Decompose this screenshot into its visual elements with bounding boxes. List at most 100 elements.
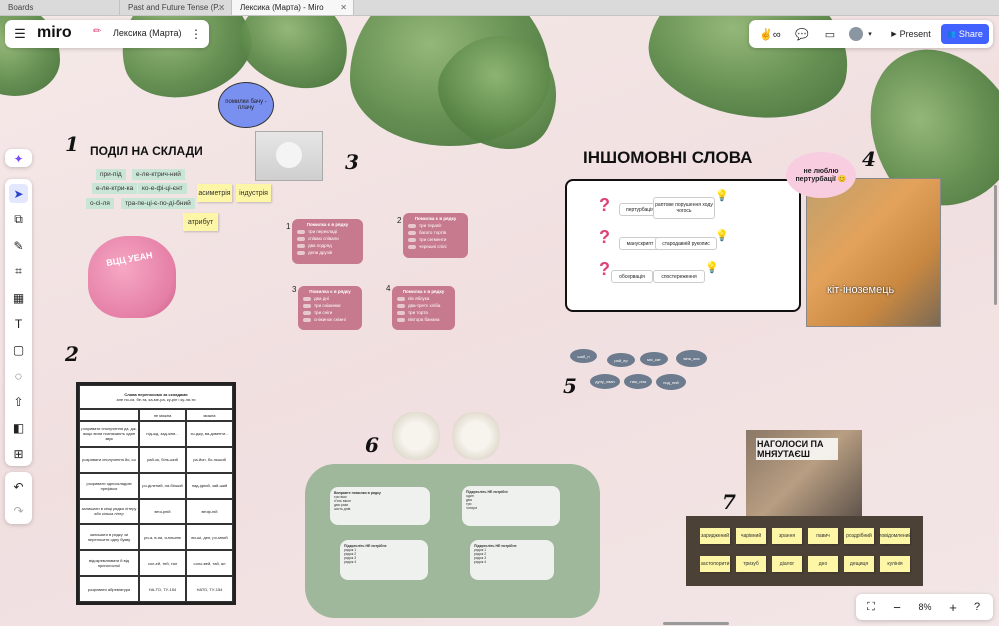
select-tool-icon[interactable]: ➤ <box>9 184 28 203</box>
fit-to-screen-icon[interactable]: ⛶ <box>867 600 875 613</box>
meaning-card[interactable]: раптове порушення ходу чогось <box>653 197 715 219</box>
ai-sparkle-icon[interactable]: ✦ <box>13 151 24 166</box>
quiz-option[interactable]: дели друзів <box>297 250 358 255</box>
sticky-note[interactable]: індустрія <box>236 184 271 202</box>
quiz-option[interactable]: три сніги <box>303 310 357 315</box>
horizontal-scrollbar[interactable] <box>663 622 729 625</box>
word-cloud[interactable]: рай_ер <box>607 353 635 367</box>
accent-sticky-note[interactable]: роздрібний <box>844 528 874 544</box>
quiz-card-4[interactable]: Помилка є в рядку пів яблука два-третє х… <box>392 286 455 330</box>
syllable-chip[interactable]: ко-е-фі-ці-єнт <box>138 183 187 194</box>
undo-icon[interactable]: ↶ <box>13 479 24 494</box>
pen-tool-icon[interactable]: ✎ <box>13 238 24 253</box>
word-card[interactable]: пертурбація <box>619 203 661 216</box>
frame-tool-icon[interactable]: ⌗ <box>15 264 22 278</box>
quiz-card-3[interactable]: Помилка є в рядку два дні три сніжинки т… <box>298 286 362 330</box>
surprised-cat-image[interactable] <box>452 412 500 460</box>
accent-sticky-note[interactable]: дещиця <box>844 556 874 572</box>
quiz-option[interactable]: черешні спілі <box>408 244 463 249</box>
browser-tab-past-future[interactable]: Past and Future Tense (P...✕ <box>120 0 232 15</box>
redo-icon[interactable]: ↷ <box>13 503 24 518</box>
exercise-note[interactable]: Виправте помилки в рядку три віки п'ять … <box>330 487 430 525</box>
board-canvas[interactable]: 1 2 3 4 5 6 7 ПОДІЛ НА СКЛАДИ при-під е-… <box>0 16 999 626</box>
templates-icon[interactable]: ⧉ <box>14 212 23 226</box>
word-cloud[interactable]: шаб_н <box>570 349 597 363</box>
accent-sticky-note[interactable]: чарівний <box>736 528 766 544</box>
accent-sticky-note[interactable]: дно <box>808 556 838 572</box>
close-tab-icon[interactable]: ✕ <box>218 3 225 12</box>
surprised-cat-image[interactable] <box>392 412 440 460</box>
pink-cup-sticker[interactable]: ВЦЦ УЕАН <box>88 236 176 318</box>
syllable-chip[interactable]: о-сі-ля <box>86 198 114 209</box>
video-call-icon[interactable]: ▭ <box>824 28 836 41</box>
text-tool-icon[interactable]: T <box>14 316 23 331</box>
chat-icon[interactable]: 💬 <box>795 28 809 41</box>
word-card[interactable]: обсервація <box>611 270 653 283</box>
sticky-note-icon[interactable]: ▢ <box>12 342 25 357</box>
quiz-option[interactable]: три перекладі <box>297 229 358 234</box>
quiz-option[interactable]: багато тортів <box>408 230 463 235</box>
meaning-card[interactable]: стародавній рукопис <box>655 237 717 250</box>
table-tool-icon[interactable]: ▦ <box>12 290 25 305</box>
word-cloud[interactable]: дупу_ован <box>590 374 620 389</box>
share-button[interactable]: 👥 Share <box>941 24 989 44</box>
word-cloud[interactable]: віна_ася <box>676 350 707 367</box>
comment-icon[interactable]: ◌ <box>14 368 23 383</box>
upload-icon[interactable]: ⇧ <box>13 394 24 409</box>
accent-sticky-note[interactable]: зрання <box>772 528 802 544</box>
vertical-scrollbar[interactable] <box>994 185 997 305</box>
zoom-in-button[interactable]: + <box>949 599 957 615</box>
quiz-option[interactable]: три сегменти <box>408 237 463 242</box>
exercise-note[interactable]: Підкресліть НЕ потрібне рядок 1 рядок 2 … <box>340 540 428 580</box>
accent-sticky-note[interactable]: повідомлений <box>879 528 911 544</box>
quiz-option[interactable]: два дні <box>303 296 357 301</box>
more-tools-icon[interactable]: ⊞ <box>13 446 24 461</box>
zoom-level[interactable]: 8% <box>918 602 932 612</box>
syllable-chip[interactable]: при-під <box>96 169 126 180</box>
reactions-icon[interactable]: ✌∞ <box>759 28 781 41</box>
exercise-note[interactable]: Підкресліть НЕ потрібні один два три чот… <box>462 486 560 526</box>
syllable-chip[interactable]: е-ле-ктрич-ний <box>132 169 185 180</box>
meaning-card[interactable]: спостереження <box>653 270 705 283</box>
more-options-icon[interactable]: ⋮ <box>190 27 202 41</box>
sticky-note[interactable]: атрибут <box>183 213 218 231</box>
quiz-option[interactable]: три терапії <box>408 223 463 228</box>
present-button[interactable]: ▶ Present <box>883 24 939 44</box>
zoom-out-button[interactable]: − <box>893 599 901 615</box>
crying-cat-image[interactable] <box>255 131 323 181</box>
word-cloud[interactable]: под_ний <box>656 374 686 390</box>
accent-sticky-note[interactable]: застопорити <box>700 556 730 572</box>
quiz-option[interactable]: два-третє хліба <box>397 303 450 308</box>
close-tab-icon[interactable]: ✕ <box>340 3 347 12</box>
quiz-option[interactable]: три торта <box>397 310 450 315</box>
help-icon[interactable]: ? <box>973 601 981 613</box>
quiz-option[interactable]: співаю співали <box>297 236 358 241</box>
cat-image[interactable]: кіт-іноземець <box>806 178 941 327</box>
hyphenation-table[interactable]: Слова переносимо за складами але по-ся, … <box>76 382 236 605</box>
syllable-chip[interactable]: е-ле-ктри-ка <box>92 183 138 194</box>
exercise-note[interactable]: Підкресліть НЕ потрібне рядок 1 рядок 2 … <box>470 540 554 580</box>
quiz-card-1[interactable]: Помилка є в рядку три перекладі співаю с… <box>292 219 363 264</box>
accent-sticky-note[interactable]: зариджений <box>700 528 730 544</box>
avatar[interactable] <box>849 27 863 41</box>
quiz-card-2[interactable]: Помилка є в рядку три терапії багато тор… <box>403 213 468 258</box>
chevron-down-icon[interactable]: ▾ <box>868 31 872 38</box>
speech-cloud[interactable]: не люблю пертурбації 😊 <box>786 152 856 198</box>
browser-tab-boards[interactable]: Boards <box>0 0 120 15</box>
quiz-option[interactable]: два подряд <box>297 243 358 248</box>
slides-icon[interactable]: ◧ <box>12 420 25 435</box>
quiz-option[interactable]: сніжинок сніжні <box>303 317 357 322</box>
word-card[interactable]: манускрипт <box>619 237 661 250</box>
syllable-chip[interactable]: тра-пе-ці-є-по-ді-бний <box>121 198 195 209</box>
main-menu-icon[interactable]: ☰ <box>14 26 26 41</box>
quiz-option[interactable]: три сніжинки <box>303 303 357 308</box>
accent-sticky-note[interactable]: діалог <box>772 556 802 572</box>
foreign-words-frame[interactable]: ? пертурбація раптове порушення ходу чог… <box>565 179 801 312</box>
speech-cloud[interactable]: помилки бачу - плачу <box>218 82 274 128</box>
quiz-option[interactable]: півтора банана <box>397 317 450 322</box>
accent-sticky-note[interactable]: павич <box>808 528 838 544</box>
accents-board[interactable]: зариджений чарівний зрання павич роздрібний п… <box>686 516 923 586</box>
browser-tab-miro[interactable]: Лексика (Марта) - Miro✕ <box>232 0 354 15</box>
exercise-frame[interactable]: Виправте помилки в рядку три віки п'ять … <box>305 464 600 618</box>
quiz-option[interactable]: пів яблука <box>397 296 450 301</box>
